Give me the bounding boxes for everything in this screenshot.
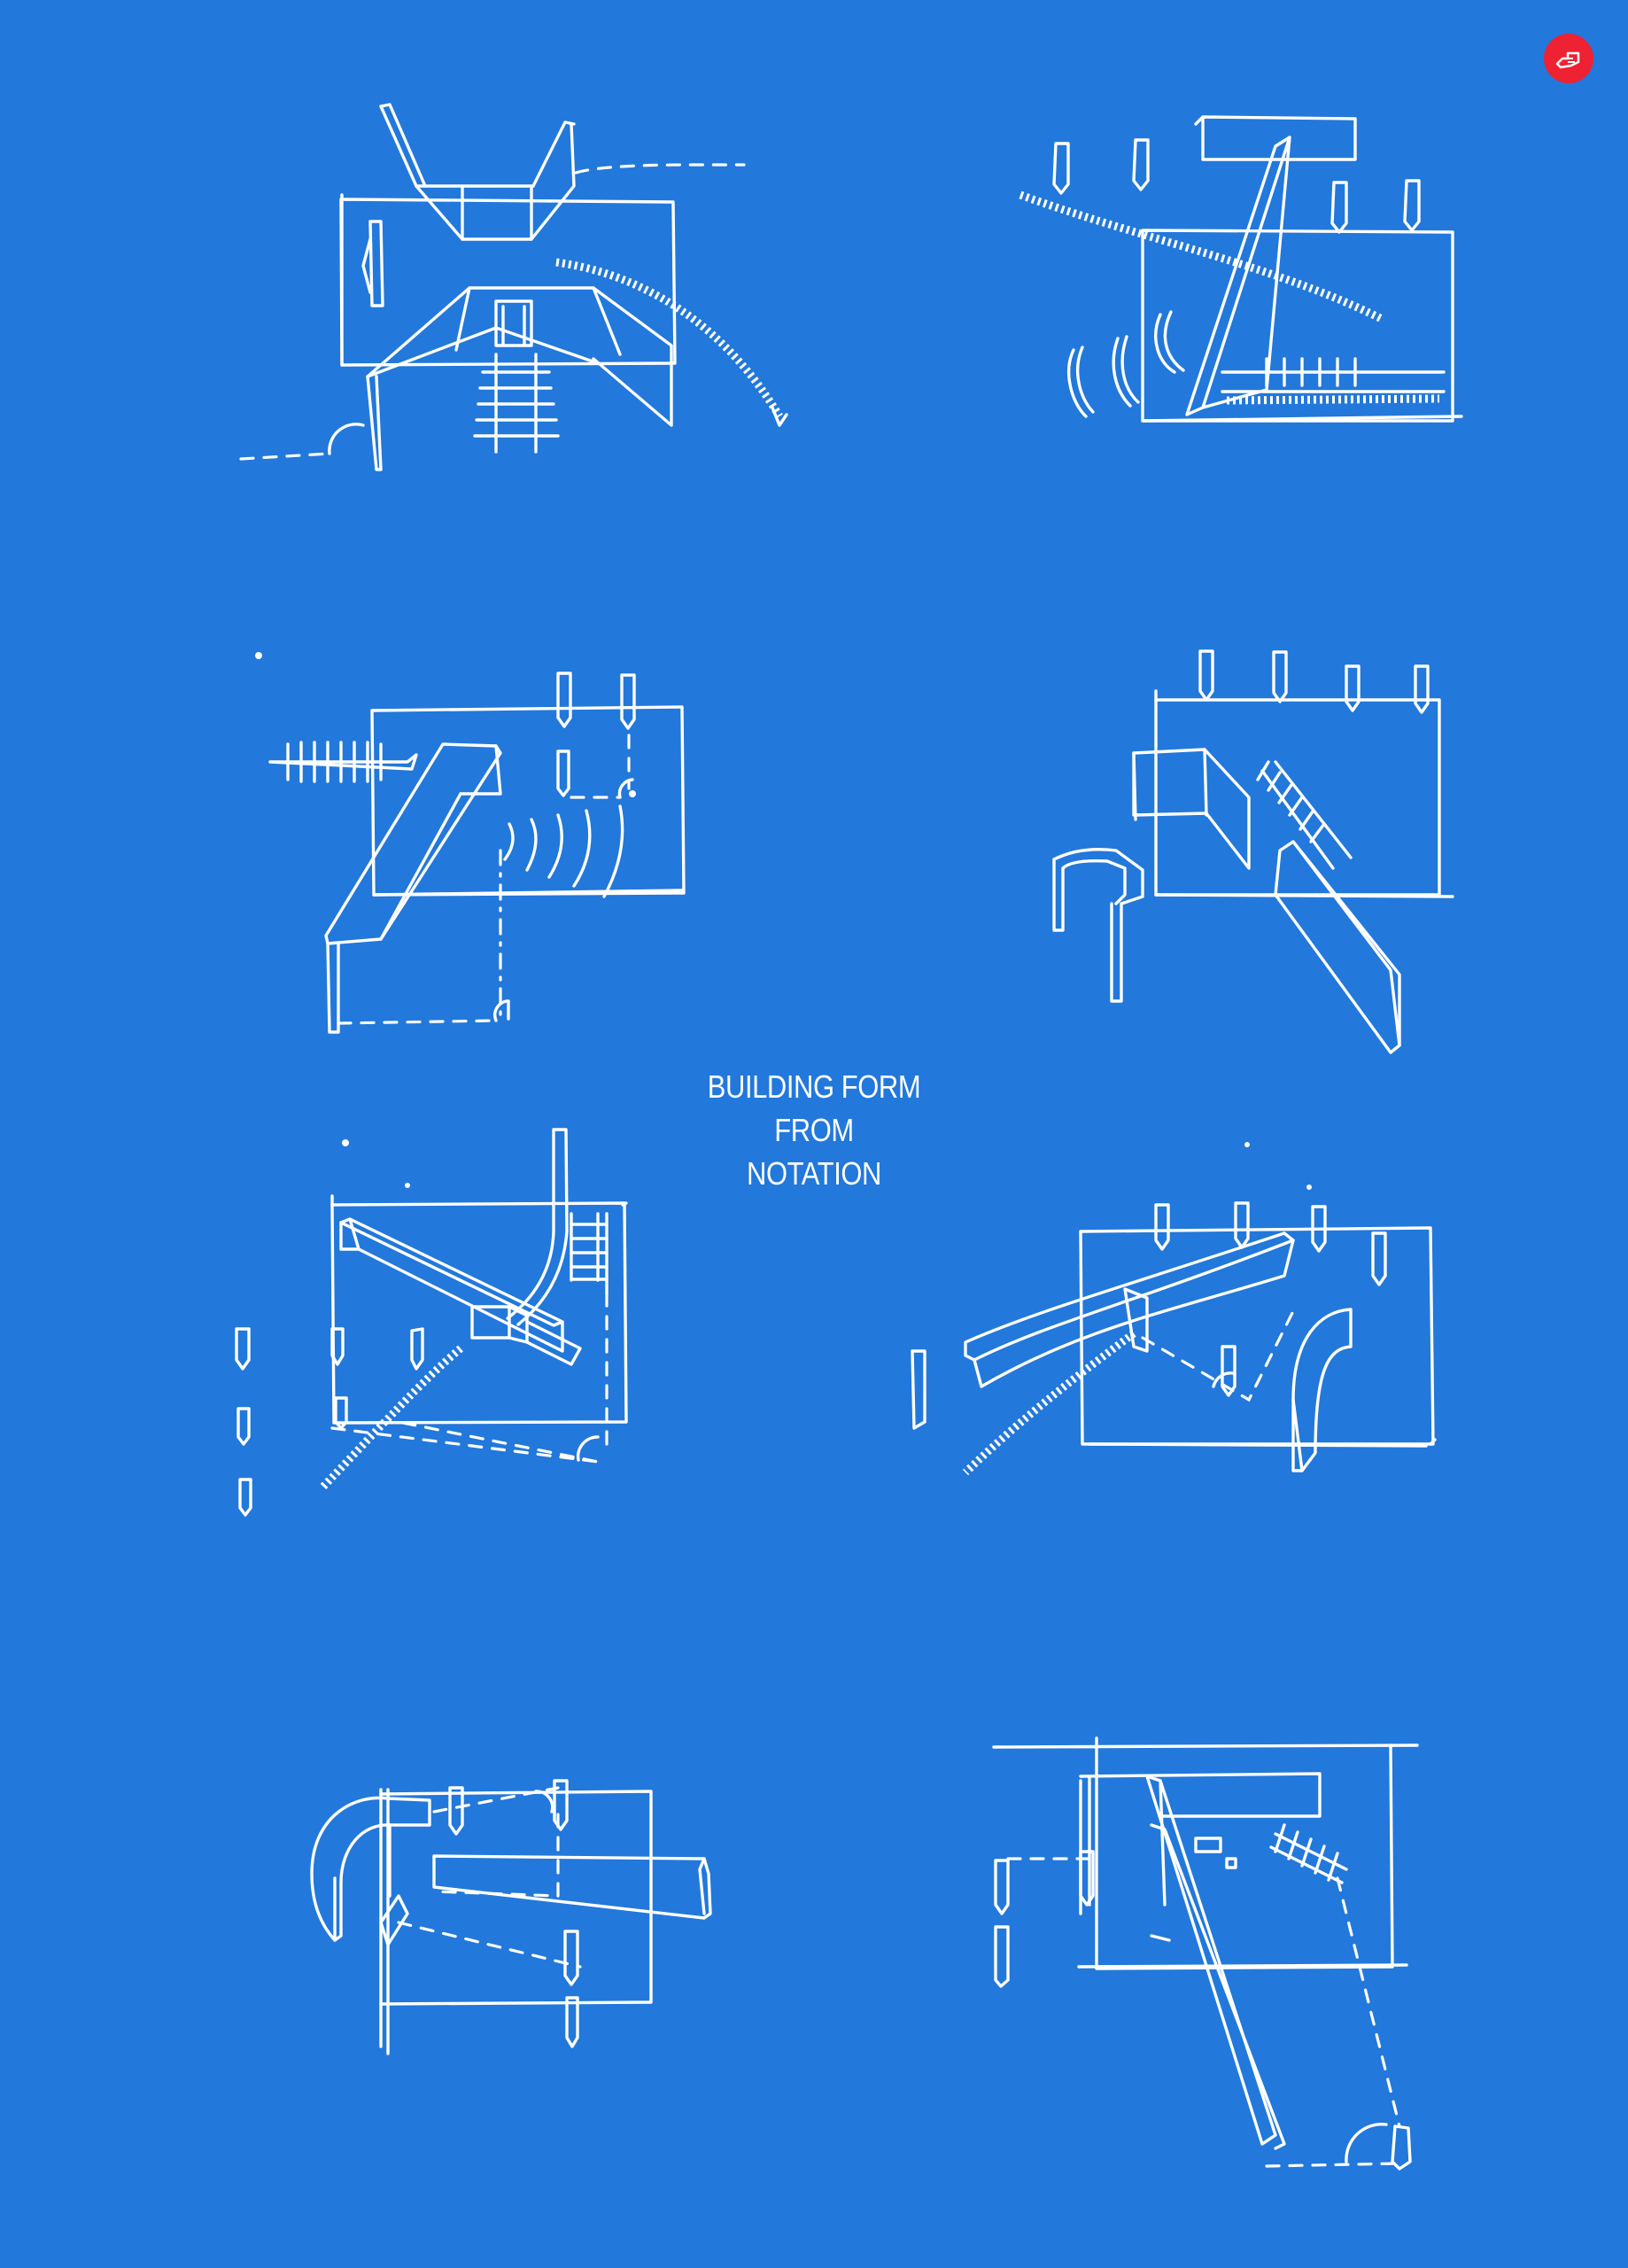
sketch-2-plank-rope [1010,106,1488,461]
sketch-5-hook-beam [226,1116,651,1524]
sketch-4-u-block-comb [1036,638,1479,1054]
sketch-3-long-wall [255,652,735,1063]
title-line-2: FROM [774,1112,854,1148]
hand-pointer-icon[interactable] [1544,34,1593,83]
sketch-8-long-plank [983,1728,1426,2179]
title-line-1: BUILDING FORM [707,1068,921,1105]
sketch-7-curved-wall [301,1772,726,2064]
sketch-1-funnel-corridor [230,89,797,487]
title-line-3: NOTATION [747,1155,881,1192]
sketch-6-curved-bridge [903,1142,1453,1515]
poster-title: BUILDING FORM FROM NOTATION [700,1065,928,1195]
